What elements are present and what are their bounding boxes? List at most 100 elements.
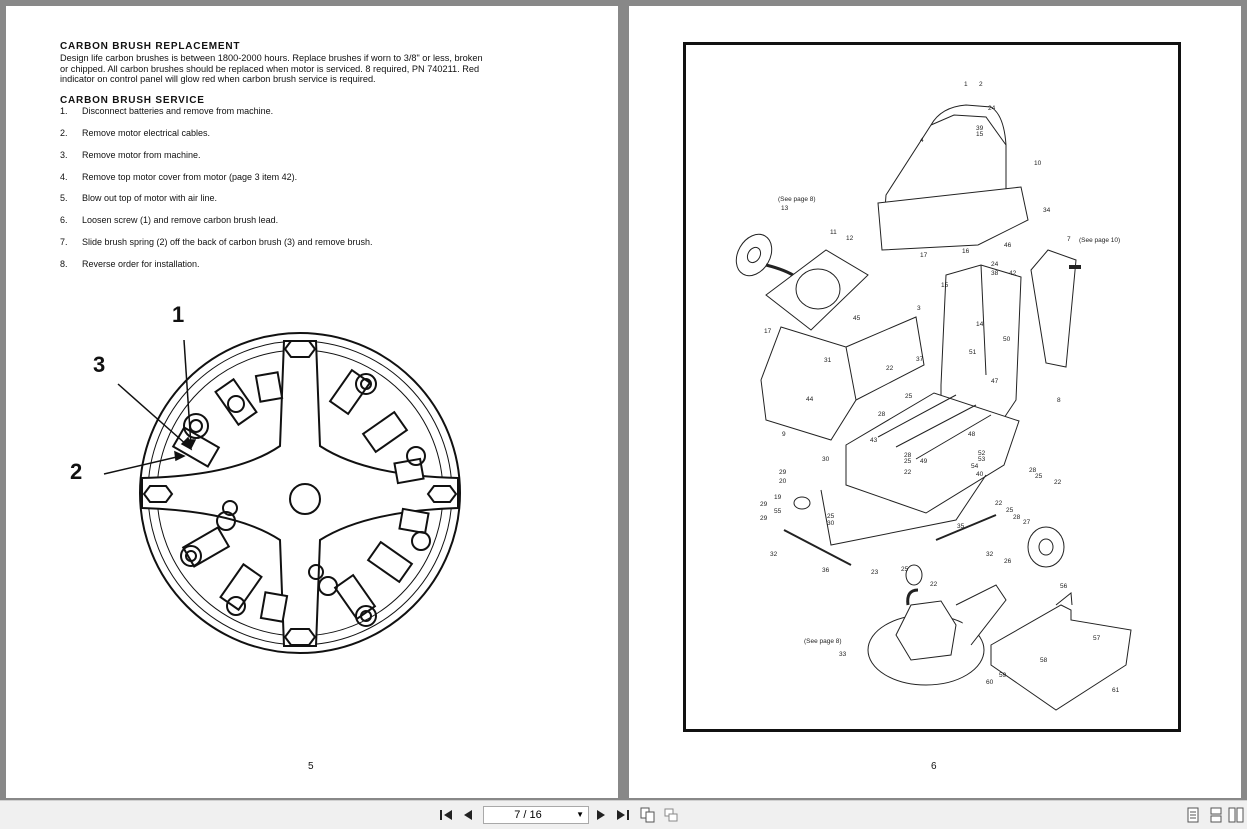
part-number: 28 <box>878 411 886 418</box>
part-number: 25 <box>901 566 909 573</box>
part-number: 44 <box>806 396 814 403</box>
step-text: Blow out top of motor with air line. <box>82 193 218 203</box>
part-number: 11 <box>830 229 837 236</box>
step-text: Remove motor electrical cables. <box>82 128 211 138</box>
part-number: 25 <box>827 513 835 520</box>
part-number: 54 <box>971 463 979 470</box>
part-number: 52 <box>978 450 986 457</box>
part-number: 29 <box>779 469 787 476</box>
part-number: 15 <box>976 131 984 138</box>
part-number: 37 <box>916 356 924 363</box>
page-number-6: 6 <box>931 761 937 772</box>
part-number: 47 <box>991 378 999 385</box>
viewer-toolbar: 7 / 16 ▼ <box>0 800 1247 829</box>
part-number: 1 <box>964 81 968 88</box>
part-number: 36 <box>822 567 830 574</box>
see-page-8-bottom-label: (See page 8) <box>804 638 842 645</box>
step-number: 3. <box>60 150 68 160</box>
service-step: 2. Remove motor electrical cables. <box>60 128 210 138</box>
part-number: 7 <box>1067 236 1071 243</box>
part-number: 43 <box>870 437 878 444</box>
single-page-icon[interactable] <box>1184 806 1202 824</box>
document-page-5: CARBON BRUSH REPLACEMENT Design life car… <box>6 6 618 798</box>
part-number: 16 <box>962 248 970 255</box>
part-number: 35 <box>957 523 965 530</box>
first-page-icon[interactable] <box>437 806 455 824</box>
step-number: 8. <box>60 259 68 269</box>
two-page-view-icon[interactable] <box>639 806 657 824</box>
carbon-brush-replacement-heading: CARBON BRUSH REPLACEMENT <box>60 41 241 52</box>
last-page-icon[interactable] <box>614 806 632 824</box>
part-number: 24 <box>988 105 996 112</box>
scroll-pages-icon[interactable] <box>1207 806 1225 824</box>
part-number: 30 <box>827 520 835 527</box>
part-number: 19 <box>774 494 782 501</box>
motor-brush-diagram <box>103 332 461 654</box>
part-number: 45 <box>853 315 861 322</box>
part-number: 40 <box>976 471 984 478</box>
page-indicator: 7 / 16 <box>514 809 542 821</box>
part-number: 29 <box>760 515 768 522</box>
part-number: 39 <box>976 125 984 132</box>
part-number: 32 <box>770 551 778 558</box>
page-number-dropdown[interactable]: 7 / 16 ▼ <box>483 806 589 824</box>
page-number-5: 5 <box>308 761 314 772</box>
step-number: 2. <box>60 128 68 138</box>
part-number: 53 <box>978 456 986 463</box>
part-number: 30 <box>822 456 830 463</box>
part-number: 22 <box>904 469 912 476</box>
part-number: 20 <box>779 478 787 485</box>
part-number: 27 <box>1023 519 1031 526</box>
part-number: 14 <box>976 321 984 328</box>
exploded-parts-diagram <box>735 104 1132 711</box>
step-number: 5. <box>60 193 68 203</box>
step-text: Reverse order for installation. <box>82 259 200 269</box>
document-page-6: (See page 8) (See page 10) (See page 8) … <box>629 6 1241 798</box>
part-number: 56 <box>1060 583 1068 590</box>
part-number: 60 <box>986 679 994 686</box>
part-number: 48 <box>968 431 976 438</box>
carbon-brush-service-heading: CARBON BRUSH SERVICE <box>60 95 205 106</box>
part-number: 23 <box>871 569 879 576</box>
part-number: 3 <box>917 305 921 312</box>
callout-screw-1: 1 <box>172 302 185 327</box>
replacement-paragraph: Design life carbon brushes is between 18… <box>60 53 534 85</box>
service-step: 3. Remove motor from machine. <box>60 150 201 160</box>
part-number: 25 <box>905 393 913 400</box>
service-step: 6.Loosen screw (1) and remove carbon bru… <box>60 215 278 225</box>
part-number: 22 <box>1054 479 1062 486</box>
part-number: 32 <box>986 551 994 558</box>
next-page-icon[interactable] <box>592 806 610 824</box>
service-step: 7.Slide brush spring (2) off the back of… <box>60 237 373 247</box>
part-number: 25 <box>1006 507 1014 514</box>
step-number: 7. <box>60 237 68 247</box>
part-number: 4 <box>920 137 924 144</box>
exploded-view-frame: (See page 8) (See page 10) (See page 8) … <box>683 42 1181 732</box>
part-number: 42 <box>1009 270 1017 277</box>
part-number: 29 <box>760 501 768 508</box>
part-number: 46 <box>1004 242 1012 249</box>
part-number: 49 <box>920 458 928 465</box>
previous-page-icon[interactable] <box>459 806 477 824</box>
part-number: 25 <box>1035 473 1043 480</box>
part-number: 2 <box>979 81 983 88</box>
part-number: 51 <box>969 349 977 356</box>
part-number: 22 <box>995 500 1003 507</box>
part-number: 17 <box>920 252 928 259</box>
continuous-view-icon[interactable] <box>662 806 680 824</box>
service-step: 1.Disconnect batteries and remove from m… <box>60 106 273 116</box>
step-text: Remove motor from machine. <box>82 150 201 160</box>
double-page-icon[interactable] <box>1227 806 1245 824</box>
part-number: 28 <box>1029 467 1037 474</box>
part-number: 22 <box>930 581 938 588</box>
part-number: 10 <box>1034 160 1042 167</box>
replacement-line-2: or chipped. All carbon brushes should be… <box>60 63 480 74</box>
step-text: Remove top motor cover from motor (page … <box>82 172 298 182</box>
part-number: 13 <box>781 205 789 212</box>
step-number: 6. <box>60 215 68 225</box>
part-number: 24 <box>991 261 999 268</box>
part-number: 22 <box>886 365 894 372</box>
part-number: 28 <box>1013 514 1021 521</box>
replacement-line-1: Design life carbon brushes is between 18… <box>60 53 483 63</box>
part-number: 38 <box>991 270 999 277</box>
